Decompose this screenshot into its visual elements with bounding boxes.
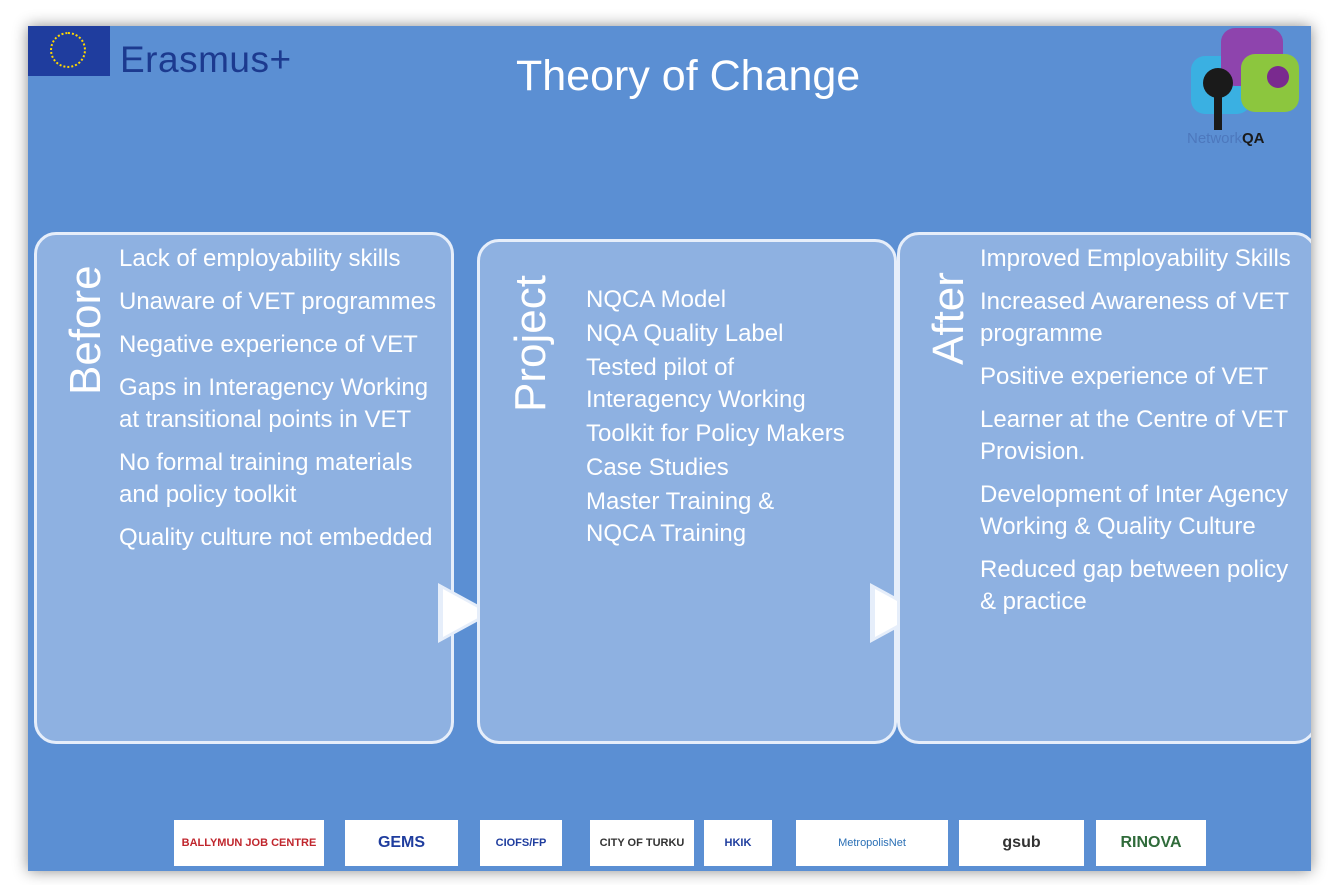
list-item: Quality culture not embedded bbox=[119, 524, 433, 551]
list-item: Improved Employability Skills bbox=[980, 245, 1291, 272]
page-title: Theory of Change bbox=[516, 52, 861, 100]
purple-dot-icon bbox=[1267, 66, 1289, 88]
after-box: After Improved Employability Skills Incr… bbox=[897, 232, 1311, 744]
partner-logos: BALLYMUN JOB CENTRE GEMS CIOFS/FP CITY O… bbox=[28, 816, 1311, 871]
list-item: Case Studies bbox=[586, 454, 729, 481]
project-list: NQCA Model NQA Quality Label Tested pilo… bbox=[586, 284, 846, 552]
eu-flag-icon bbox=[28, 26, 110, 76]
slide: Erasmus+ Theory of Change NetworkQA Befo… bbox=[28, 26, 1311, 871]
partner-logo: BALLYMUN JOB CENTRE bbox=[174, 820, 324, 866]
after-list: Improved Employability Skills Increased … bbox=[980, 243, 1305, 629]
after-label: After bbox=[924, 272, 973, 365]
list-item: NQCA Model bbox=[586, 286, 727, 313]
networkqa-logo: NetworkQA bbox=[1183, 26, 1308, 152]
list-item: Gaps in Interagency Working at transitio… bbox=[119, 374, 429, 433]
list-item: Reduced gap between policy & practice bbox=[980, 556, 1289, 615]
partner-logo: GEMS bbox=[345, 820, 458, 866]
list-item: Lack of employability skills bbox=[119, 245, 401, 272]
list-item: Negative experience of VET bbox=[119, 331, 418, 358]
partner-logo: CIOFS/FP bbox=[480, 820, 562, 866]
list-item: Toolkit for Policy Makers bbox=[586, 420, 845, 447]
list-item: NQA Quality Label bbox=[586, 320, 784, 347]
partner-logo: MetropolisNet bbox=[796, 820, 948, 866]
list-item: Increased Awareness of VET programme bbox=[980, 288, 1289, 347]
list-item: Development of Inter Agency Working & Qu… bbox=[980, 481, 1289, 540]
list-item: Learner at the Centre of VET Provision. bbox=[980, 406, 1288, 465]
project-box: Project NQCA Model NQA Quality Label Tes… bbox=[477, 239, 897, 744]
partner-logo: HKIK bbox=[704, 820, 772, 866]
before-label: Before bbox=[61, 265, 110, 395]
erasmus-brand: Erasmus+ bbox=[120, 39, 292, 80]
project-label: Project bbox=[506, 275, 555, 412]
partner-logo: gsub bbox=[959, 820, 1084, 866]
before-box: Before Lack of employability skills Unaw… bbox=[34, 232, 454, 744]
list-item: Master Training & NQCA Training bbox=[586, 488, 775, 547]
before-list: Lack of employability skills Unaware of … bbox=[119, 243, 439, 565]
partner-logo: CITY OF TURKU bbox=[590, 820, 694, 866]
list-item: No formal training materials and policy … bbox=[119, 449, 413, 508]
list-item: Positive experience of VET bbox=[980, 363, 1269, 390]
networkqa-logo-text: NetworkQA bbox=[1187, 130, 1265, 147]
list-item: Unaware of VET programmes bbox=[119, 288, 437, 315]
list-item: Tested pilot of Interagency Working bbox=[586, 354, 806, 413]
partner-logo: RINOVA bbox=[1096, 820, 1206, 866]
